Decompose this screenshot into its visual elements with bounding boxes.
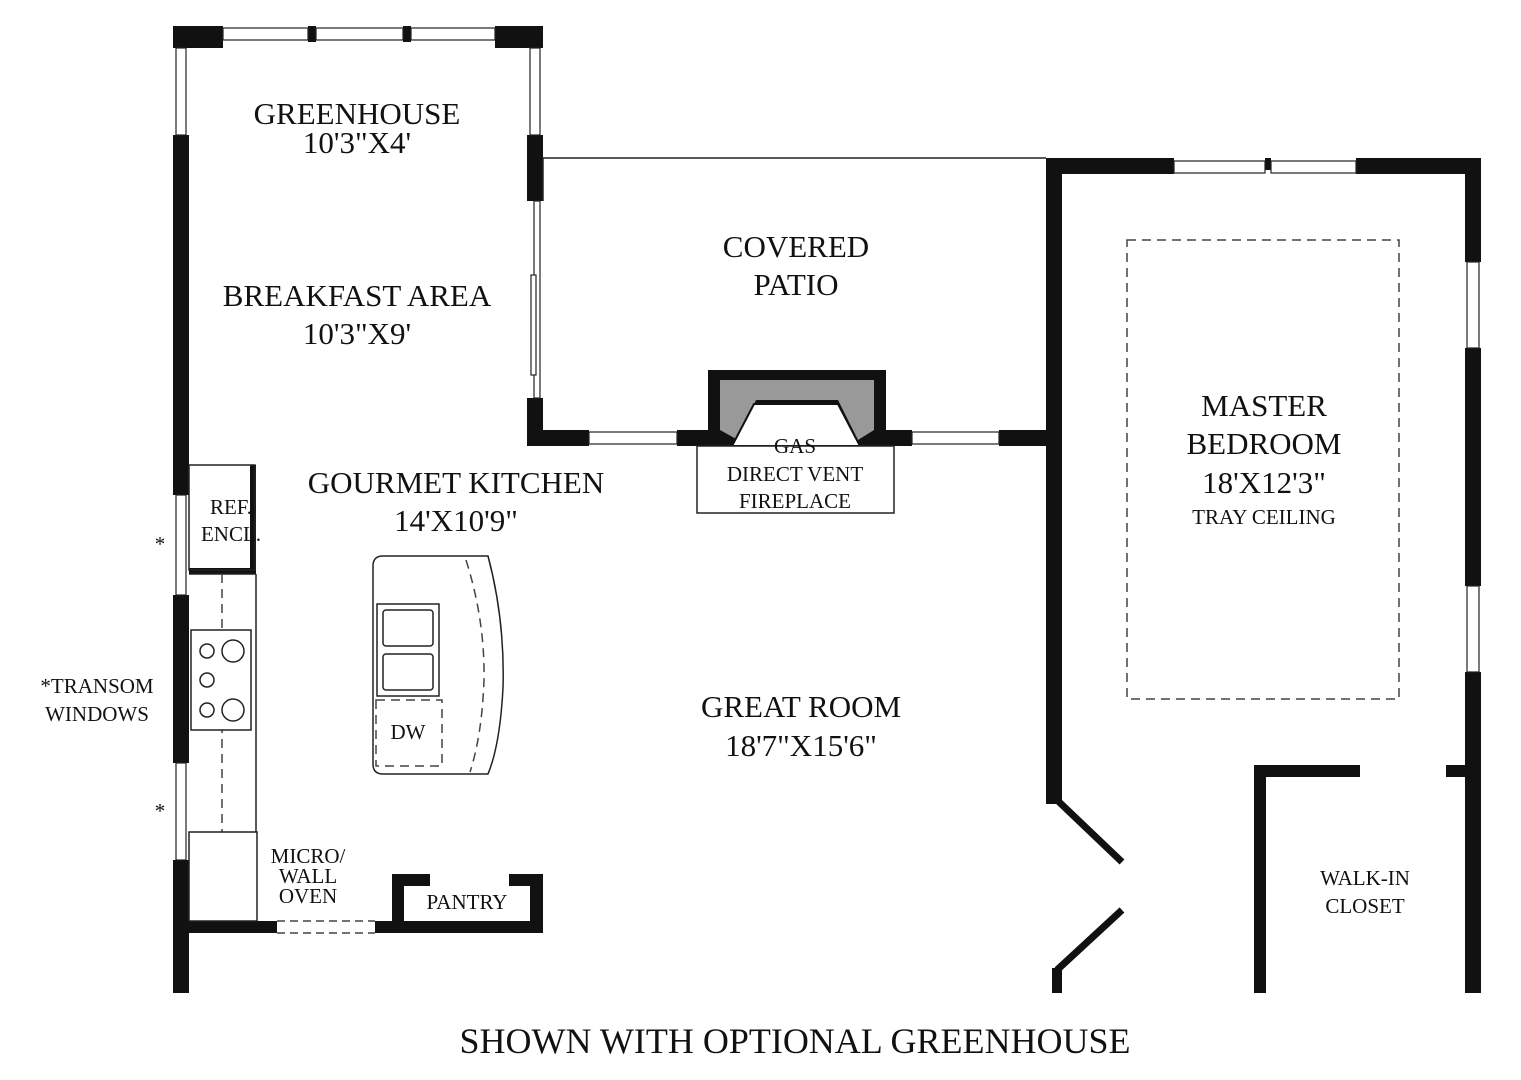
breakfast-name: BREAKFAST AREA [223,278,492,313]
patio-line1: COVERED [723,229,869,264]
kitchen-counters [188,464,258,922]
plan-caption: SHOWN WITH OPTIONAL GREENHOUSE [460,1021,1131,1061]
fireplace-label-1: GAS [774,434,816,458]
patio-outline [542,157,1046,201]
room-labels: GREENHOUSE 10'3"X4' BREAKFAST AREA 10'3"… [223,96,1410,918]
transom-label-2: WINDOWS [45,702,149,726]
closet-line1: WALK-IN [1320,866,1410,890]
master-note: TRAY CEILING [1192,505,1336,529]
walls [173,26,1481,993]
fireplace-label-2: DIRECT VENT [727,462,863,486]
windows [175,27,1480,934]
micro-label-3: OVEN [279,884,337,908]
master-line2: BEDROOM [1186,426,1341,461]
master-size: 18'X12'3" [1202,465,1326,500]
kitchen-island [372,555,504,775]
breakfast-size: 10'3"X9' [303,316,411,351]
great-room-size: 18'7"X15'6" [725,728,877,763]
ref-encl-label-2: ENCL. [201,522,261,546]
transom-asterisk-top: * [155,532,166,556]
kitchen-size: 14'X10'9" [394,503,518,538]
ref-encl-label-1: REF. [210,495,252,519]
greenhouse-name: GREENHOUSE [254,96,461,131]
pantry-label: PANTRY [427,890,508,914]
cooktop [190,629,252,731]
fireplace [696,370,895,514]
tray-ceiling-outline [1126,239,1400,700]
double-doors [1054,797,1125,973]
transom-label-1: *TRANSOM [40,674,154,698]
patio-line2: PATIO [754,267,839,302]
kitchen-name: GOURMET KITCHEN [308,465,605,500]
fireplace-label-3: FIREPLACE [739,489,851,513]
greenhouse-size: 10'3"X4' [303,125,411,160]
dw-label: DW [391,720,426,744]
closet-line2: CLOSET [1325,894,1405,918]
master-line1: MASTER [1201,388,1327,423]
micro-label-1: MICRO/ [271,844,346,868]
transom-asterisk-bottom: * [155,799,166,823]
micro-label-2: WALL [279,864,337,888]
fixture-labels: GAS DIRECT VENT FIREPLACE REF. ENCL. MIC… [40,434,863,914]
great-room-name: GREAT ROOM [701,689,901,724]
